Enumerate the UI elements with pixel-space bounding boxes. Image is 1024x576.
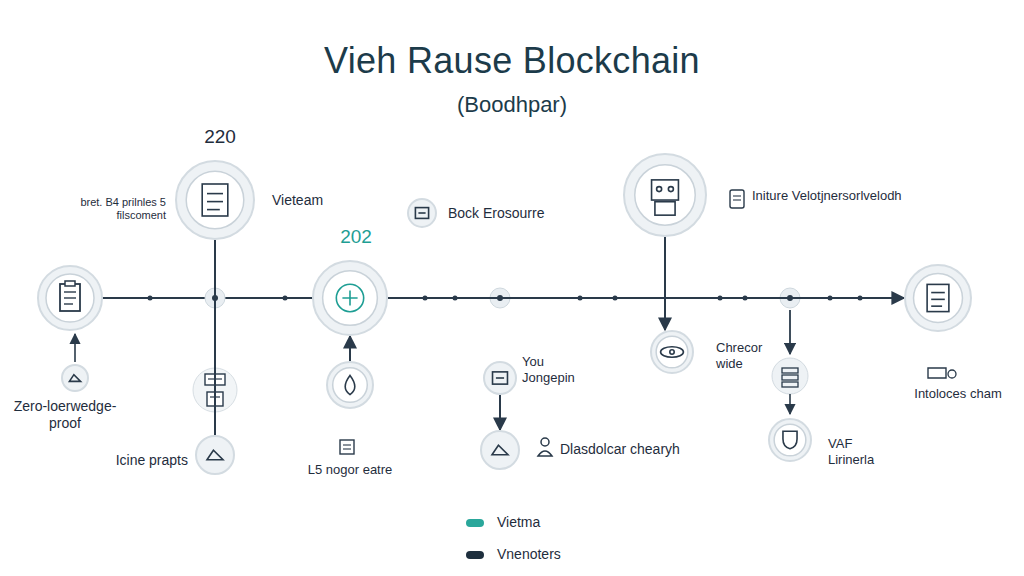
node-circle (61, 364, 89, 392)
stack-icon (772, 358, 808, 394)
timeline-node: Initure Velotjnersorlvelodh (623, 153, 707, 237)
connector (499, 395, 501, 430)
device-icon (730, 190, 744, 208)
node-circle (768, 418, 812, 462)
node-label: You Jongepin (522, 354, 594, 385)
node-circle (326, 361, 374, 409)
node-icon (927, 284, 949, 311)
node-icon (493, 372, 508, 384)
timeline-node: Icine prapts (195, 435, 235, 475)
node-label: Dlasdolcar chearyh (560, 441, 680, 458)
connector (664, 237, 666, 330)
node-circle (623, 153, 707, 237)
timeline-node: Zero-loerwedge-proof (61, 364, 89, 392)
node-icon (207, 450, 223, 460)
subtitle: (Boodhpar) (457, 92, 567, 118)
hand-icon (928, 368, 956, 378)
node-icon (202, 184, 228, 216)
node-label: Chrecor wide (716, 340, 778, 371)
node-label: Initure Velotjnersorlvelodh (752, 188, 922, 204)
diagram-title: Vieh Rause Blockchain (0, 40, 1024, 82)
node-circle (175, 160, 255, 240)
start-circle (38, 266, 102, 330)
leader-arrow (74, 334, 76, 362)
node-label: Intoloces cham (900, 386, 1016, 402)
year-label: 220 (204, 126, 236, 149)
node-icon (652, 180, 679, 215)
node-icon (336, 284, 363, 311)
person-icon (538, 438, 552, 456)
node-icon (415, 208, 428, 219)
timeline-node: L5 nogor eatre (326, 361, 374, 409)
timeline-node: Dlasdolcar chearyh (480, 430, 520, 470)
node-circle (407, 198, 437, 228)
legend-swatch (466, 519, 484, 527)
node-circle (904, 264, 972, 332)
timeline-node: VAF Lirinerla (768, 418, 812, 462)
timeline-node: 202 (312, 260, 388, 336)
connector (349, 336, 351, 361)
node-circle (480, 430, 520, 470)
timeline-node: 220bret. B4 prilnles 5 filscomentVieteam (175, 160, 255, 240)
legend-label: Vietma (497, 514, 540, 530)
node-icon (345, 375, 355, 394)
connector (214, 240, 216, 435)
node-icon (661, 347, 684, 358)
building-icon (340, 440, 354, 454)
branch-arrow (789, 394, 791, 414)
legend-swatch (466, 551, 484, 559)
node-label: bret. B4 prilnles 5 filscoment (54, 196, 166, 222)
node-circle (195, 435, 235, 475)
timeline-node: Bock Erosourre (407, 198, 437, 228)
node-label: Zero-loerwedge-proof (7, 398, 123, 432)
node-icon (783, 431, 797, 449)
node-icon (492, 445, 508, 455)
year-label: 202 (340, 226, 372, 249)
node-label: VAF Lirinerla (828, 436, 900, 467)
node-circle (312, 260, 388, 336)
node-circle (650, 330, 694, 374)
node-label: Bock Erosourre (448, 205, 544, 222)
node-circle (483, 361, 517, 395)
branch-arrow (789, 310, 791, 354)
node-label: Vieteam (272, 192, 323, 209)
timeline-node: Chrecor wide (650, 330, 694, 374)
node-icon (69, 375, 80, 382)
connector (388, 297, 904, 299)
legend-label: Vnenoters (497, 546, 561, 562)
timeline-node: Intoloces cham (904, 264, 972, 332)
timeline-node: You Jongepin (483, 361, 517, 395)
node-label: Icine prapts (116, 452, 188, 469)
node-label: L5 nogor eatre (308, 462, 393, 478)
